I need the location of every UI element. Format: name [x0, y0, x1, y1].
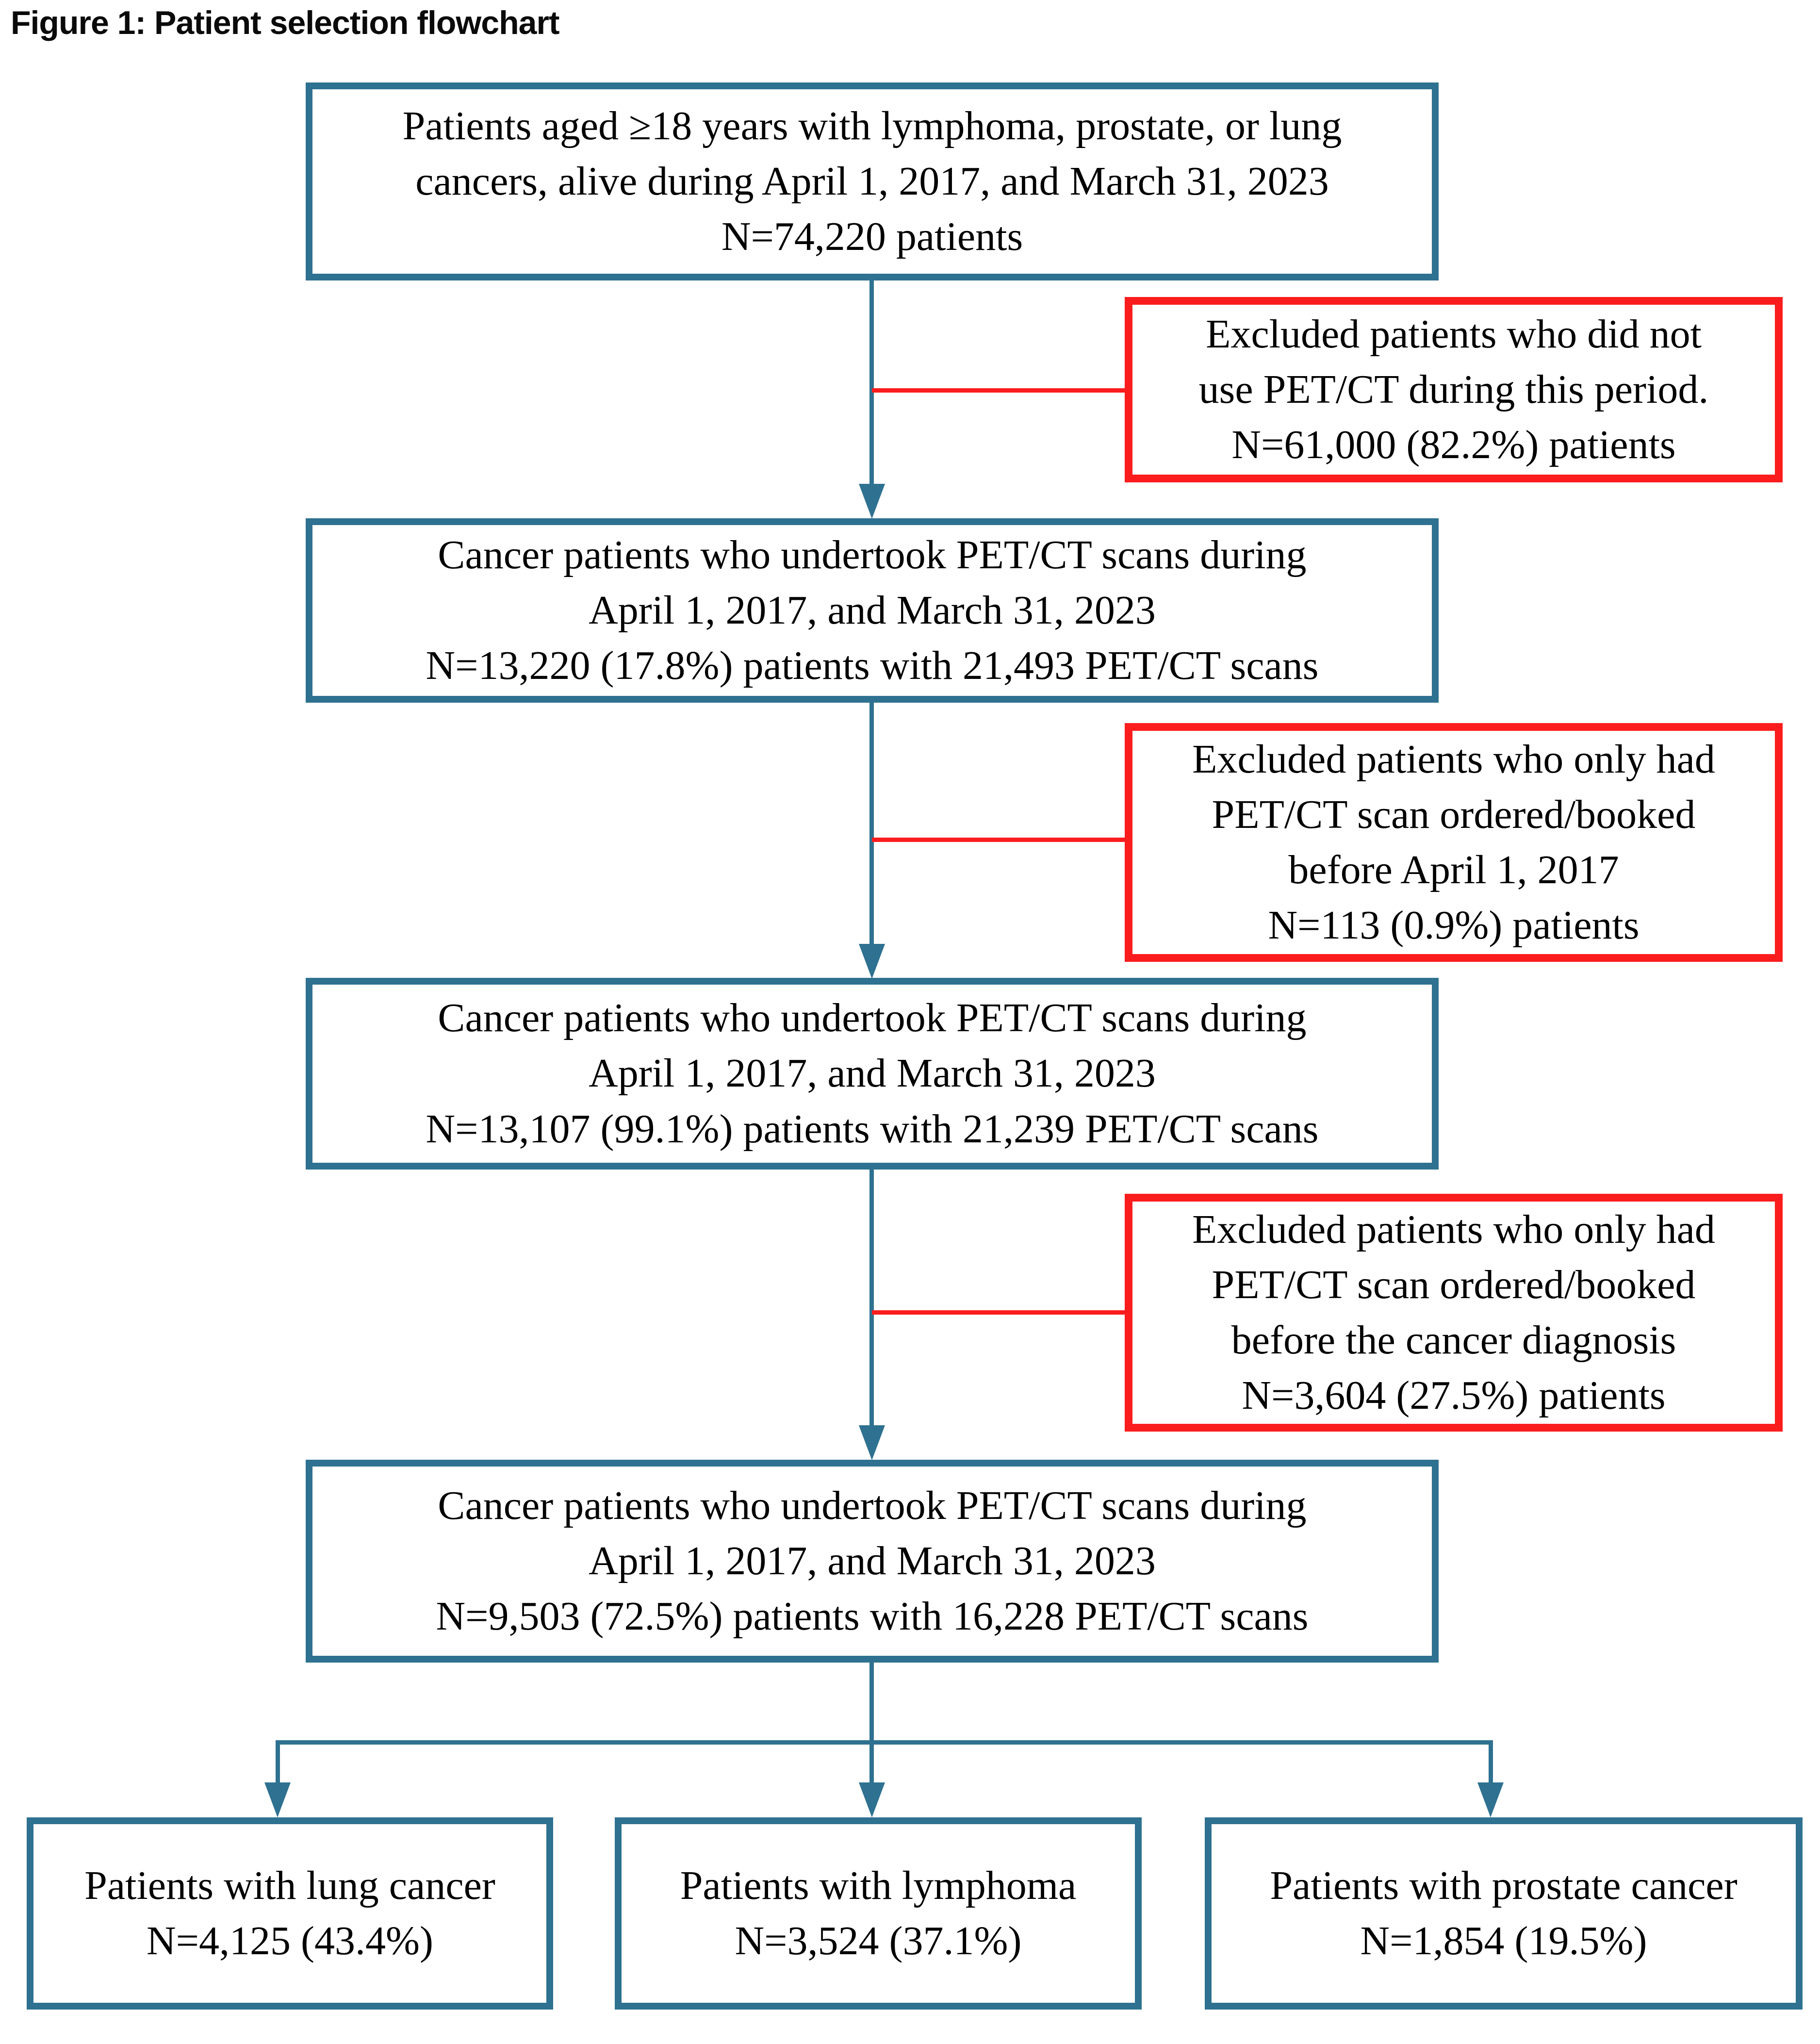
arrow-down-icon: [859, 944, 885, 979]
outcome-box-prostate-cancer: Patients with prostate cancer N=1,854 (1…: [1205, 1817, 1803, 2010]
connector-line-1: [869, 280, 874, 485]
arrow-down-icon: [859, 484, 885, 519]
box-text-line: Cancer patients who undertook PET/CT sca…: [438, 1483, 1307, 1528]
box-text-line: N=1,854 (19.5%): [1360, 1918, 1647, 1963]
exclusion-connector-line-3: [872, 1310, 1126, 1315]
box-text-line: Patients with prostate cancer: [1270, 1863, 1738, 1908]
outcome-box-lymphoma: Patients with lymphoma N=3,524 (37.1%): [615, 1817, 1142, 2010]
exclusion-connector-line-1: [872, 388, 1126, 393]
box-text-line: before April 1, 2017: [1288, 847, 1619, 892]
box-text-line: April 1, 2017, and March 31, 2023: [589, 1538, 1156, 1583]
box-text-line: cancers, alive during April 1, 2017, and…: [415, 158, 1329, 204]
box-text-line: N=3,524 (37.1%): [735, 1918, 1022, 1963]
branch-left-line: [276, 1740, 280, 1784]
box-text-line: N=4,125 (43.4%): [147, 1918, 433, 1963]
box-text-line: N=3,604 (27.5%) patients: [1242, 1373, 1666, 1418]
box-text-line: N=13,107 (99.1%) patients with 21,239 PE…: [426, 1106, 1319, 1152]
exclusion-connector-line-2: [872, 838, 1126, 842]
box-text-line: Excluded patients who only had: [1192, 736, 1715, 782]
box-text-line: N=9,503 (72.5%) patients with 16,228 PET…: [436, 1594, 1309, 1639]
box-text-line: use PET/CT during this period.: [1198, 366, 1709, 412]
box-text-line: N=74,220 patients: [721, 214, 1023, 260]
box-text-line: Cancer patients who undertook PET/CT sca…: [438, 532, 1307, 577]
connector-line-2: [869, 703, 874, 945]
box-text-line: Patients with lung cancer: [84, 1863, 495, 1908]
box-text-line: N=113 (0.9%) patients: [1268, 903, 1640, 948]
arrow-down-icon: [264, 1782, 291, 1817]
cohort-box-source-population: Patients aged ≥18 years with lymphoma, p…: [306, 82, 1439, 280]
cohort-box-final: Cancer patients who undertook PET/CT sca…: [306, 1460, 1439, 1663]
branch-horizontal-line: [276, 1740, 1493, 1745]
connector-line-3: [869, 1170, 874, 1427]
arrow-down-icon: [1477, 1782, 1504, 1817]
box-text-line: April 1, 2017, and March 31, 2023: [589, 587, 1156, 633]
box-text-line: before the cancer diagnosis: [1231, 1318, 1676, 1363]
branch-right-line: [1489, 1740, 1493, 1784]
box-text-line: N=61,000 (82.2%) patients: [1231, 422, 1676, 468]
box-text-line: PET/CT scan ordered/booked: [1212, 1262, 1696, 1307]
box-text-line: PET/CT scan ordered/booked: [1212, 791, 1696, 837]
box-text-line: Excluded patients who did not: [1206, 311, 1702, 357]
outcome-box-lung-cancer: Patients with lung cancer N=4,125 (43.4%…: [27, 1817, 553, 2010]
exclusion-box-ordered-before-diagnosis: Excluded patients who only had PET/CT sc…: [1125, 1194, 1783, 1432]
box-text-line: Excluded patients who only had: [1192, 1206, 1715, 1252]
arrow-down-icon: [859, 1782, 885, 1817]
figure-title: Figure 1: Patient selection flowchart: [11, 4, 560, 41]
cohort-box-after-first-exclusion: Cancer patients who undertook PET/CT sca…: [306, 978, 1439, 1170]
box-text-line: N=13,220 (17.8%) patients with 21,493 PE…: [426, 643, 1319, 689]
branch-center-line: [869, 1663, 874, 1784]
box-text-line: April 1, 2017, and March 31, 2023: [589, 1051, 1156, 1096]
cohort-box-petct-users: Cancer patients who undertook PET/CT sca…: [306, 518, 1439, 703]
box-text-line: Cancer patients who undertook PET/CT sca…: [438, 995, 1307, 1041]
box-text-line: Patients aged ≥18 years with lymphoma, p…: [402, 103, 1342, 148]
exclusion-box-ordered-before-2017: Excluded patients who only had PET/CT sc…: [1125, 723, 1783, 962]
exclusion-box-no-petct: Excluded patients who did not use PET/CT…: [1125, 297, 1783, 482]
box-text-line: Patients with lymphoma: [680, 1863, 1077, 1908]
arrow-down-icon: [859, 1425, 885, 1460]
